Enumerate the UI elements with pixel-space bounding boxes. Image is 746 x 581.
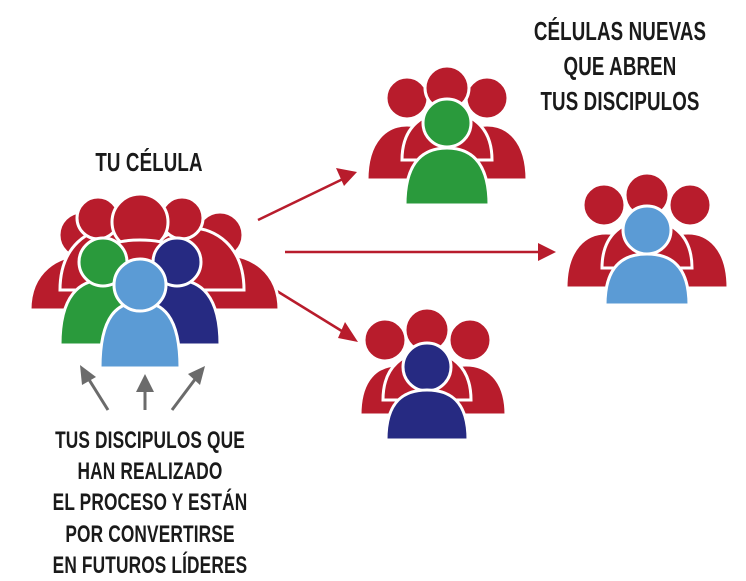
arrowhead-bottom bbox=[338, 322, 358, 342]
new-cell-right-group bbox=[564, 171, 730, 307]
new-cells-title-line1: CÉLULAS NUEVAS QUE ABREN bbox=[533, 16, 707, 82]
your-cell-title: TU CÉLULA bbox=[95, 147, 203, 177]
new-cell-top-group bbox=[365, 64, 529, 207]
new-cells-title-line2: TUS DISCIPULOS bbox=[540, 86, 700, 117]
arrowhead-top bbox=[336, 168, 357, 186]
arrowhead-right bbox=[538, 243, 556, 261]
new-cells-title: CÉLULAS NUEVAS QUE ABREN TUS DISCIPULOS bbox=[512, 14, 728, 119]
gray-arrows bbox=[80, 365, 205, 411]
tu-celula-group bbox=[28, 192, 281, 370]
arrow-to-bottom-cell bbox=[271, 286, 346, 335]
arrow-to-top-cell bbox=[257, 176, 346, 222]
caption-line1: TUS DISCIPULOS QUE HAN REALIZADO bbox=[55, 427, 245, 486]
cell-multiplication-diagram bbox=[28, 64, 730, 442]
caption-line3: EN FUTUROS LÍDERES bbox=[52, 551, 248, 579]
new-cell-bottom-group bbox=[358, 306, 508, 442]
